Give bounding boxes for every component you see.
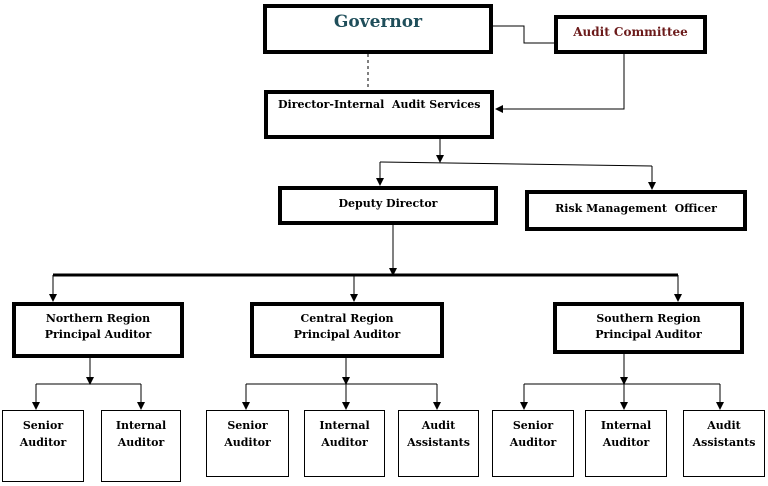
southern-region-label: Southern Region — [596, 312, 701, 325]
central-region-box: Central Region Principal Auditor — [250, 302, 444, 358]
northern-region-box: Northern Region Principal Auditor — [12, 302, 184, 358]
unit-line2: Assistants — [407, 436, 470, 449]
unit-line2: Auditor — [117, 436, 165, 449]
unit-line2: Auditor — [602, 436, 650, 449]
audit-committee-label: Audit Committee — [573, 24, 688, 39]
deputy-director-box: Deputy Director — [278, 186, 498, 225]
unit-line1: Senior — [227, 419, 268, 432]
governor-box: Governor — [263, 4, 493, 54]
committee-director-arrow — [495, 54, 625, 113]
central-region-label: Central Region — [300, 312, 394, 325]
unit-line1: Internal — [600, 419, 652, 432]
central-internal-auditor-box: Internal Auditor — [304, 410, 385, 477]
southern-region-box: Southern Region Principal Auditor — [553, 302, 744, 354]
northern-head-label: Principal Auditor — [44, 328, 152, 341]
unit-line1: Audit — [707, 419, 741, 432]
unit-line1: Senior — [512, 419, 554, 432]
northern-region-label: Northern Region — [45, 312, 151, 325]
risk-officer-label: Risk Management Officer — [555, 201, 717, 215]
governor-committee-link — [493, 25, 554, 44]
director-label: Director-Internal Audit Services — [278, 98, 481, 111]
central-head-label: Principal Auditor — [293, 328, 401, 341]
unit-line1: Audit — [421, 419, 456, 432]
southern-internal-auditor-box: Internal Auditor — [585, 410, 667, 477]
southern-senior-auditor-box: Senior Auditor — [492, 410, 574, 477]
unit-line2: Auditor — [321, 436, 368, 449]
unit-line1: Internal — [319, 419, 370, 432]
northern-senior-auditor-box: Senior Auditor — [2, 410, 84, 482]
unit-line2: Auditor — [224, 436, 271, 449]
risk-officer-box: Risk Management Officer — [525, 190, 747, 231]
unit-line2: Auditor — [19, 436, 67, 449]
unit-line2: Assistants — [692, 436, 756, 449]
unit-line1: Internal — [115, 419, 167, 432]
director-split-line — [379, 161, 653, 167]
central-senior-auditor-box: Senior Auditor — [206, 410, 289, 477]
deputy-director-label: Deputy Director — [338, 197, 438, 210]
southern-audit-assistants-box: Audit Assistants — [683, 410, 765, 477]
northern-internal-auditor-box: Internal Auditor — [101, 410, 181, 482]
audit-committee-box: Audit Committee — [554, 15, 707, 54]
central-audit-assistants-box: Audit Assistants — [398, 410, 479, 477]
unit-line1: Senior — [22, 419, 64, 432]
southern-head-label: Principal Auditor — [595, 328, 702, 341]
governor-label: Governor — [333, 12, 423, 32]
director-box: Director-Internal Audit Services — [264, 90, 494, 139]
unit-line2: Auditor — [509, 436, 557, 449]
